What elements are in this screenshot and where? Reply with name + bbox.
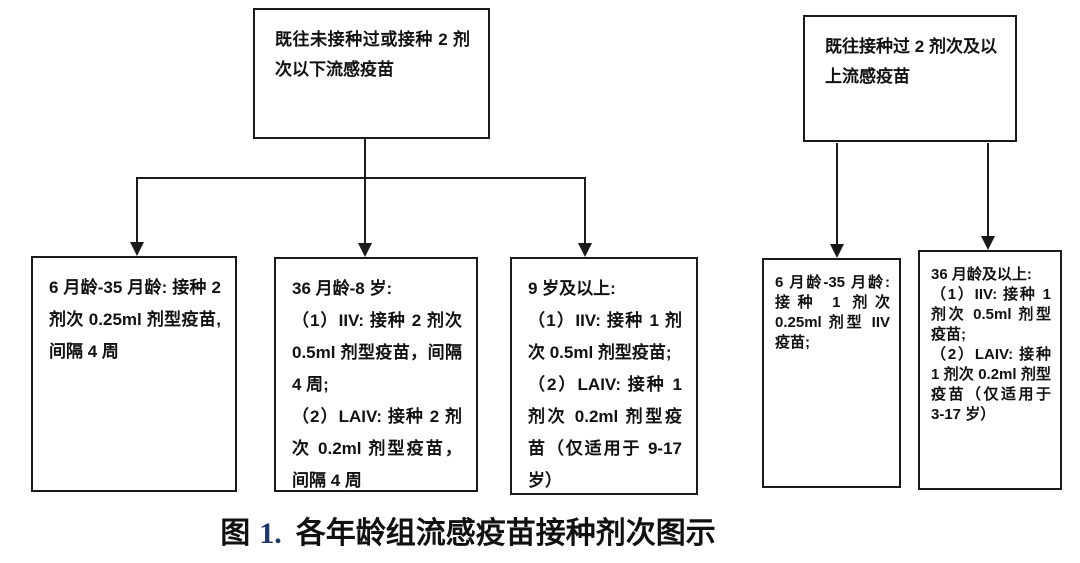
node-age-9y-plus: 9 岁及以上: （1）IIV: 接种 1 剂次 0.5ml 剂型疫苗; （2）L… [510, 257, 698, 495]
node-age-36m-plus: 36 月龄及以上: （1）IIV: 接种 1 剂次 0.5ml 剂型疫苗; （2… [918, 250, 1062, 490]
node-root-unvaccinated-or-under-2-doses: 既往未接种过或接种 2 剂次以下流感疫苗 [253, 8, 490, 139]
node-age-6-35-months-2-doses: 6 月龄-35 月龄: 接种 2 剂次 0.25ml 剂型疫苗, 间隔 4 周 [31, 256, 237, 492]
node-text: （1）IIV: 接种 2 剂次 0.5ml 剂型疫苗，间隔 4 周; [292, 311, 462, 394]
node-text: 6 月龄-35 月龄: 接种 2 剂次 0.25ml 剂型疫苗, 间隔 4 周 [49, 278, 221, 361]
node-root-vaccinated-2plus-doses: 既往接种过 2 剂次及以上流感疫苗 [803, 15, 1017, 142]
arrowhead-branch5 [981, 236, 995, 250]
figure-caption-number: 1. [259, 517, 282, 550]
node-text: 既往接种过 2 剂次及以上流感疫苗 [825, 37, 997, 86]
node-text: （2）LAIV: 接种 1 剂次 0.2ml 剂型疫苗（仅适用于 9-17 岁） [528, 375, 682, 490]
node-text: 6 月龄-35 月龄: 接种 1 剂次 0.25ml 剂型 IIV 疫苗; [775, 274, 890, 351]
arrowhead-branch4 [830, 244, 844, 258]
node-text: 36 月龄及以上: [931, 266, 1032, 283]
arrowhead-branch2 [358, 243, 372, 257]
node-text: 9 岁及以上: [528, 279, 616, 298]
figure-caption-title: 各年龄组流感疫苗接种剂次图示 [295, 517, 716, 550]
arrowhead-branch1 [130, 242, 144, 256]
node-age-6-35-months-1-dose: 6 月龄-35 月龄: 接种 1 剂次 0.25ml 剂型 IIV 疫苗; [762, 258, 901, 488]
node-text: （2）LAIV: 接种 1 剂次 0.2ml 剂型疫苗（仅适用于 3-17 岁） [931, 346, 1051, 423]
node-text: 36 月龄-8 岁: [292, 279, 393, 298]
node-text: （2）LAIV: 接种 2 剂次 0.2ml 剂型疫苗，间隔 4 周 [292, 407, 462, 490]
figure-caption-prefix: 图 [220, 517, 251, 550]
node-text: 既往未接种过或接种 2 剂次以下流感疫苗 [275, 30, 470, 79]
arrowhead-branch3 [578, 243, 592, 257]
node-text: （1）IIV: 接种 1 剂次 0.5ml 剂型疫苗; [931, 286, 1051, 343]
node-text: （1）IIV: 接种 1 剂次 0.5ml 剂型疫苗; [528, 311, 682, 362]
node-age-36m-8y: 36 月龄-8 岁: （1）IIV: 接种 2 剂次 0.5ml 剂型疫苗，间隔… [274, 257, 478, 492]
